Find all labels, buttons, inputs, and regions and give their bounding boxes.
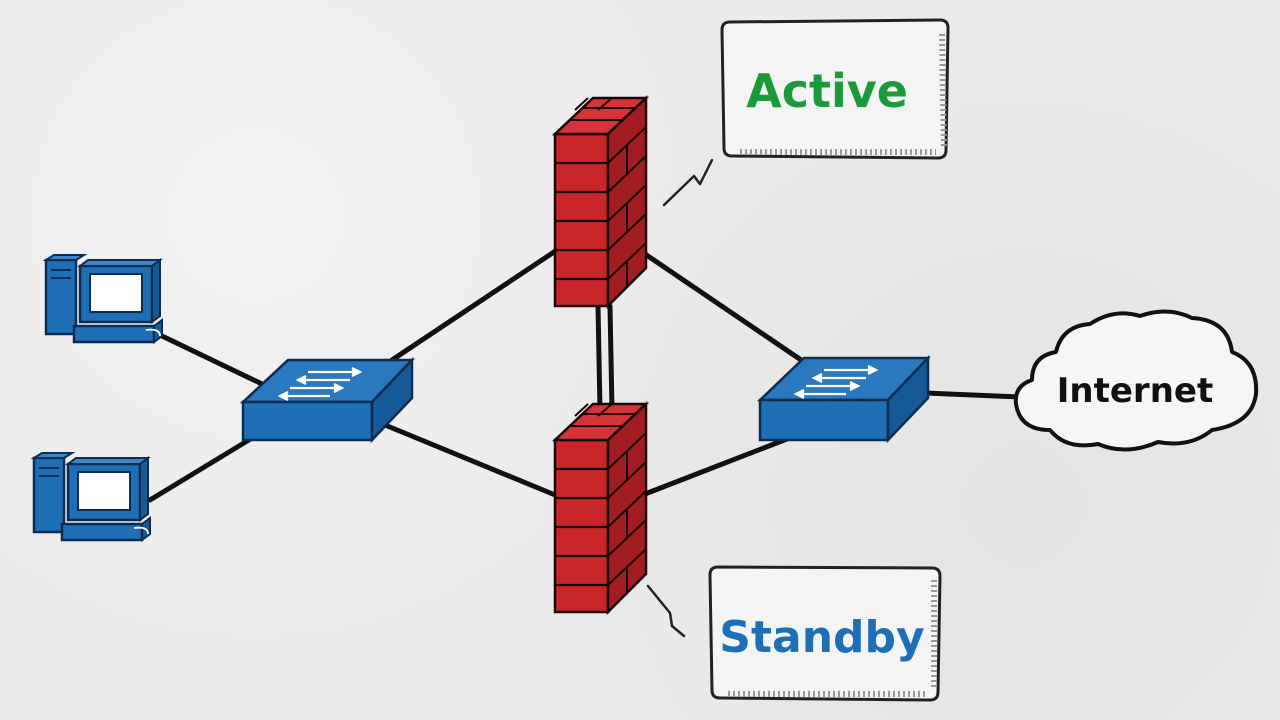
connection-lines bbox=[147, 245, 1023, 503]
switch-arrows-icon bbox=[277, 367, 363, 401]
link-pc1-switch bbox=[159, 333, 265, 387]
link-pc2-switch bbox=[147, 429, 265, 503]
switch-arrows-icon bbox=[793, 365, 879, 399]
standby-label: Standby bbox=[719, 612, 924, 663]
switch-icon[interactable] bbox=[239, 356, 415, 444]
standby-callout: Standby bbox=[646, 565, 942, 702]
firewall-icon[interactable] bbox=[551, 95, 650, 310]
link-standby-fw-right-switch bbox=[642, 434, 795, 497]
failover-link-a bbox=[595, 303, 603, 413]
link-switch-standby-fw bbox=[382, 422, 563, 500]
internet-label: Internet bbox=[1057, 371, 1213, 411]
pc-icon[interactable] bbox=[30, 452, 151, 542]
active-callout: Active bbox=[662, 18, 950, 207]
link-switch-active-fw bbox=[389, 245, 563, 363]
pc-icon[interactable] bbox=[42, 254, 163, 344]
link-right-switch-internet bbox=[922, 390, 1023, 400]
switch-icon[interactable] bbox=[756, 354, 931, 444]
firewall-icon[interactable] bbox=[551, 401, 650, 616]
link-active-fw-right-switch bbox=[642, 251, 813, 369]
active-label: Active bbox=[746, 64, 908, 118]
cloud-icon[interactable]: Internet bbox=[1013, 309, 1259, 452]
failover-link-b bbox=[607, 303, 615, 413]
